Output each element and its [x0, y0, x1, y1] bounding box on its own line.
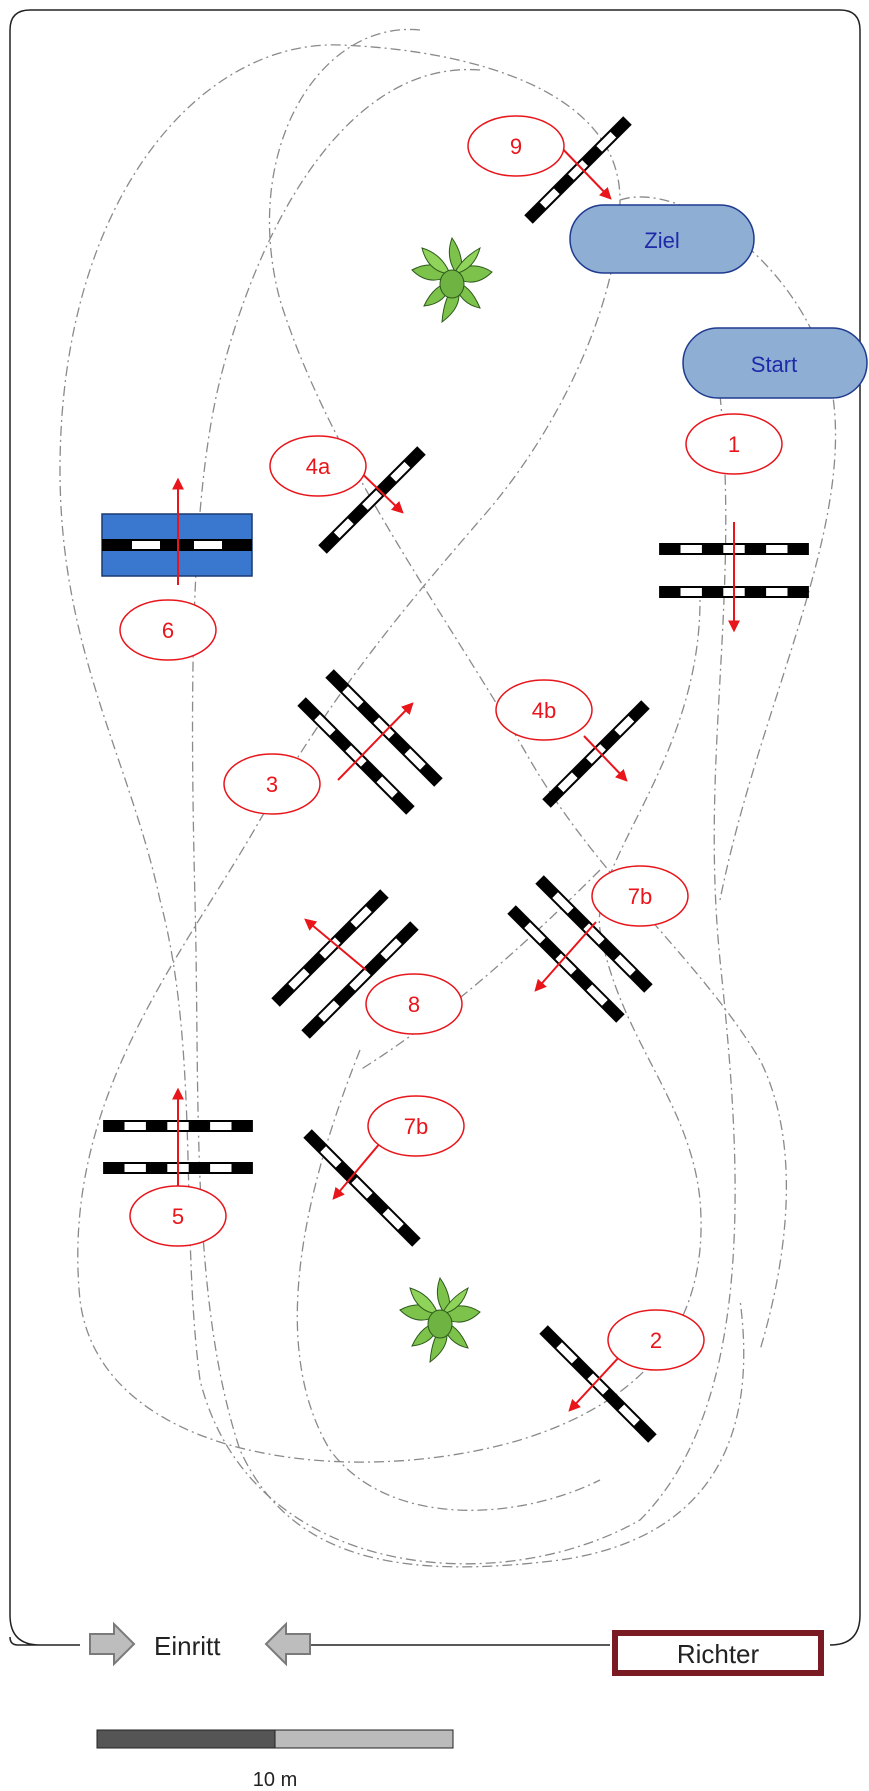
arena-border — [9, 9, 861, 1646]
obstacle-marker-7b-top: 7b — [591, 865, 689, 927]
obstacle-marker-4a: 4a — [269, 435, 367, 497]
svg-text:7b: 7b — [628, 884, 652, 909]
arrow-left-icon — [264, 1621, 311, 1667]
scale-bar: 10 m — [96, 1729, 454, 1791]
obstacle-marker-7b-bottom: 7b — [367, 1095, 465, 1157]
entrance: Einritt — [89, 1621, 311, 1667]
obstacle-marker-8: 8 — [365, 973, 463, 1035]
obstacle-marker-9: 9 — [467, 115, 565, 177]
obstacle-marker-2: 2 — [607, 1309, 705, 1371]
obstacle-3-poles — [297, 669, 443, 815]
obstacle-marker-1: 1 — [685, 413, 783, 475]
svg-text:4b: 4b — [532, 698, 556, 723]
svg-text:7b: 7b — [404, 1114, 428, 1139]
svg-text:9: 9 — [510, 134, 522, 159]
finish-label: Ziel — [644, 228, 679, 253]
entrance-label: Einritt — [154, 1631, 221, 1661]
judge-box: Richter — [612, 1630, 824, 1676]
svg-text:6: 6 — [162, 618, 174, 643]
judge-label: Richter — [677, 1639, 760, 1669]
arrow-right-icon — [89, 1621, 136, 1667]
plant-icon-bottom — [399, 1277, 481, 1363]
svg-text:2: 2 — [650, 1328, 662, 1353]
direction-arrows — [172, 142, 740, 1412]
svg-text:8: 8 — [408, 992, 420, 1017]
start-label: Start — [751, 352, 797, 377]
plant-icon-top — [411, 237, 493, 323]
obstacle-marker-5: 5 — [129, 1185, 227, 1247]
obstacle-marker-3: 3 — [223, 753, 321, 815]
start-pill: Start — [682, 327, 868, 399]
svg-text:4a: 4a — [306, 454, 331, 479]
svg-text:5: 5 — [172, 1204, 184, 1229]
svg-text:3: 3 — [266, 772, 278, 797]
obstacle-marker-6: 6 — [119, 599, 217, 661]
finish-pill: Ziel — [569, 204, 755, 274]
scale-label: 10 m — [253, 1769, 297, 1791]
obstacle-marker-4b: 4b — [495, 679, 593, 741]
svg-text:1: 1 — [728, 432, 740, 457]
